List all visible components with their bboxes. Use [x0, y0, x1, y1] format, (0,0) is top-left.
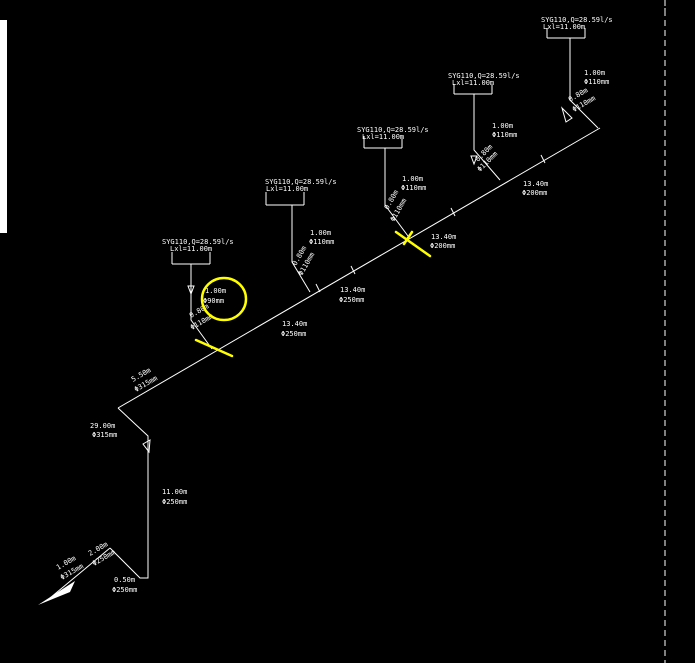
riser-pipe — [109, 407, 149, 579]
head-4-lxl: Lxl=11.00m — [452, 79, 494, 87]
main-seg-5-length: 13.40m — [523, 180, 548, 188]
branch-1 — [171, 252, 213, 350]
main-seg-2-diameter: Φ250mm — [281, 330, 306, 338]
head-1-lxl: Lxl=11.00m — [170, 245, 212, 253]
highlight-circle-annotation — [200, 276, 248, 322]
main-seg-3-length: 13.40m — [340, 286, 365, 294]
main-pipe — [117, 127, 601, 409]
branch-5-diameter: Φ110mm — [584, 78, 609, 86]
branch-1-diameter: Φ90mm — [203, 297, 224, 305]
outlet-pipe — [49, 547, 111, 599]
head-5-lxl: Lxl=11.00m — [543, 23, 585, 31]
riser-1-length: 29.00m — [90, 422, 115, 430]
outlet-arrow-icon — [38, 581, 75, 605]
branch-2 — [265, 192, 311, 293]
branch-5-length: 1.00m — [584, 69, 605, 77]
main-seg-2-length: 13.40m — [282, 320, 307, 328]
riser-3-diameter: Φ250mm — [112, 586, 137, 594]
branch-4-length: 1.00m — [492, 122, 513, 130]
main-pipe-tick — [540, 154, 546, 164]
branch-5 — [546, 28, 599, 129]
branch-4 — [453, 84, 501, 181]
main-seg-3-diameter: Φ250mm — [339, 296, 364, 304]
head-4-spec: SYG110,Q=28.59l/s — [448, 72, 520, 80]
riser-2-diameter: Φ250mm — [162, 498, 187, 506]
head-1-spec: SYG110,Q=28.59l/s — [162, 238, 234, 246]
cut-mark-annotation-1 — [194, 338, 234, 358]
cut-mark-annotation-3 — [402, 230, 414, 246]
head-3-lxl: Lxl=11.00m — [362, 133, 404, 141]
main-seg-4-length: 13.40m — [431, 233, 456, 241]
branch-3 — [363, 136, 409, 237]
main-pipe-tick — [315, 283, 321, 293]
riser-3-length: 0.50m — [114, 576, 135, 584]
branch-4-diameter: Φ110mm — [492, 131, 517, 139]
head-3-spec: SYG110,Q=28.59l/s — [357, 126, 429, 134]
main-pipe-tick — [450, 207, 456, 217]
main-seg-4-diameter: Φ200mm — [430, 242, 455, 250]
head-5-spec: SYG110,Q=28.59l/s — [541, 16, 613, 24]
head-2-spec: SYG110,Q=28.59l/s — [265, 178, 337, 186]
branch-3-length: 1.00m — [402, 175, 423, 183]
valve-icon — [142, 439, 151, 454]
cut-mark-annotation-2 — [394, 230, 432, 258]
head-2-lxl: Lxl=11.00m — [266, 185, 308, 193]
branch-2-length: 1.00m — [310, 229, 331, 237]
branch-2-diameter: Φ110mm — [309, 238, 334, 246]
riser-1-diameter: Φ315mm — [92, 431, 117, 439]
main-pipe-tick — [350, 265, 356, 275]
side-panel-edge — [0, 20, 7, 233]
branch-3-diameter: Φ110mm — [401, 184, 426, 192]
riser-2-length: 11.00m — [162, 488, 187, 496]
main-seg-5-diameter: Φ200mm — [522, 189, 547, 197]
branch-1-length: 1.00m — [205, 287, 226, 295]
